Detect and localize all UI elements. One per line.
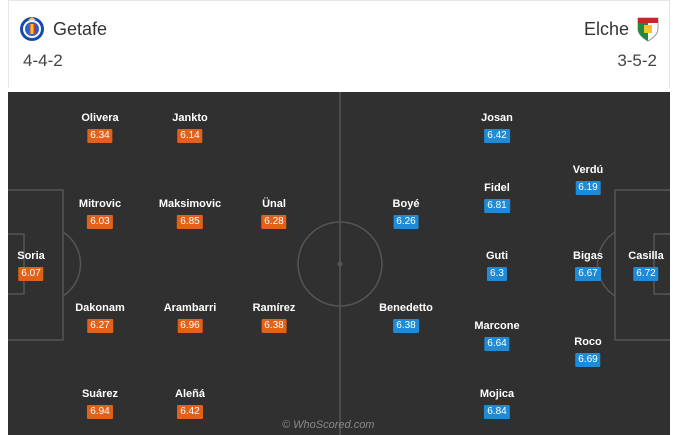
player-rating: 6.19 [575,181,601,195]
player-rating: 6.42 [484,129,510,143]
watermark: © WhoScored.com [282,419,375,431]
player-rating: 6.67 [575,267,601,281]
match-header: Getafe 4-4-2 Elche 3-5-2 [8,0,670,88]
away-formation: 3-5-2 [617,51,657,70]
away-player-boye[interactable]: Boyé 6.26 [392,198,420,229]
home-formation: 4-4-2 [23,51,63,70]
away-player-bigas[interactable]: Bigas 6.67 [573,250,603,281]
player-rating: 6.34 [87,129,113,143]
player-rating: 6.64 [484,337,510,351]
home-player-ramirez[interactable]: Ramírez 6.38 [252,302,296,333]
player-rating: 6.42 [177,405,203,419]
player-rating: 6.84 [484,405,510,419]
home-player-olivera[interactable]: Olivera 6.34 [81,112,119,143]
player-rating: 6.27 [87,319,113,333]
player-rating: 6.38 [393,319,419,333]
player-rating: 6.69 [575,353,601,367]
away-player-casilla[interactable]: Casilla 6.72 [628,250,664,281]
home-player-maksimovic[interactable]: Maksimovic 6.85 [159,198,221,229]
player-name: Verdú [572,164,604,176]
player-name: Benedetto [379,302,433,314]
away-player-guti[interactable]: Guti 6.3 [486,250,508,281]
home-team-name[interactable]: Getafe [53,19,108,39]
getafe-crest-icon [20,17,44,41]
player-name: Roco [574,336,602,348]
player-name: Mojica [479,388,515,400]
away-player-benedetto[interactable]: Benedetto 6.38 [379,302,433,333]
home-player-jankto[interactable]: Jankto 6.14 [172,112,208,143]
player-rating: 6.03 [87,215,113,229]
player-rating: 6.3 [487,267,507,281]
home-player-soria[interactable]: Soria 6.07 [17,250,45,281]
away-player-josan[interactable]: Josan 6.42 [481,112,513,143]
player-rating: 6.07 [18,267,44,281]
player-name: Bigas [573,250,603,262]
player-rating: 6.14 [177,129,203,143]
player-name: Marcone [474,320,520,332]
player-name: Boyé [392,198,420,210]
player-name: Soria [17,250,45,262]
away-player-fidel[interactable]: Fidel 6.81 [484,182,510,213]
player-name: Ramírez [252,302,296,314]
home-player-mitrovic[interactable]: Mitrovic 6.03 [79,198,121,229]
away-player-roco[interactable]: Roco 6.69 [574,336,602,367]
player-rating: 6.28 [261,215,287,229]
player-name: Arambarri [163,302,217,314]
player-name: Fidel [484,182,510,194]
home-player-alena[interactable]: Aleñá 6.42 [175,388,205,419]
home-player-unal[interactable]: Ünal 6.28 [261,198,287,229]
player-name: Suárez [81,388,119,400]
player-rating: 6.96 [177,319,203,333]
player-name: Guti [486,250,508,262]
player-rating: 6.38 [261,319,287,333]
home-player-dakonam[interactable]: Dakonam 6.27 [75,302,125,333]
player-name: Mitrovic [78,198,122,210]
away-team-name[interactable]: Elche [583,19,629,39]
player-rating: 6.94 [87,405,113,419]
player-rating: 6.72 [633,267,659,281]
player-name: Aleñá [175,388,205,400]
player-name: Josan [481,112,513,124]
elche-crest-icon [637,17,659,42]
player-name: Casilla [628,250,664,262]
player-rating: 6.81 [484,199,510,213]
player-name: Dakonam [75,302,125,314]
pitch-lines [8,92,670,435]
home-player-arambarri[interactable]: Arambarri 6.96 [163,302,217,333]
player-name: Jankto [172,112,208,124]
player-rating: 6.85 [177,215,203,229]
home-player-suarez[interactable]: Suárez 6.94 [82,388,118,419]
player-name: Olivera [81,112,119,124]
away-player-mojica[interactable]: Mojica 6.84 [480,388,514,419]
player-name: Ünal [262,198,286,210]
player-name: Maksimovic [158,198,222,210]
away-player-marcone[interactable]: Marcone 6.64 [474,320,520,351]
player-rating: 6.26 [393,215,419,229]
away-player-verdu[interactable]: Verdú 6.19 [572,164,604,195]
pitch: Soria 6.07 Olivera 6.34 Mitrovic 6.03 Da… [8,92,670,435]
